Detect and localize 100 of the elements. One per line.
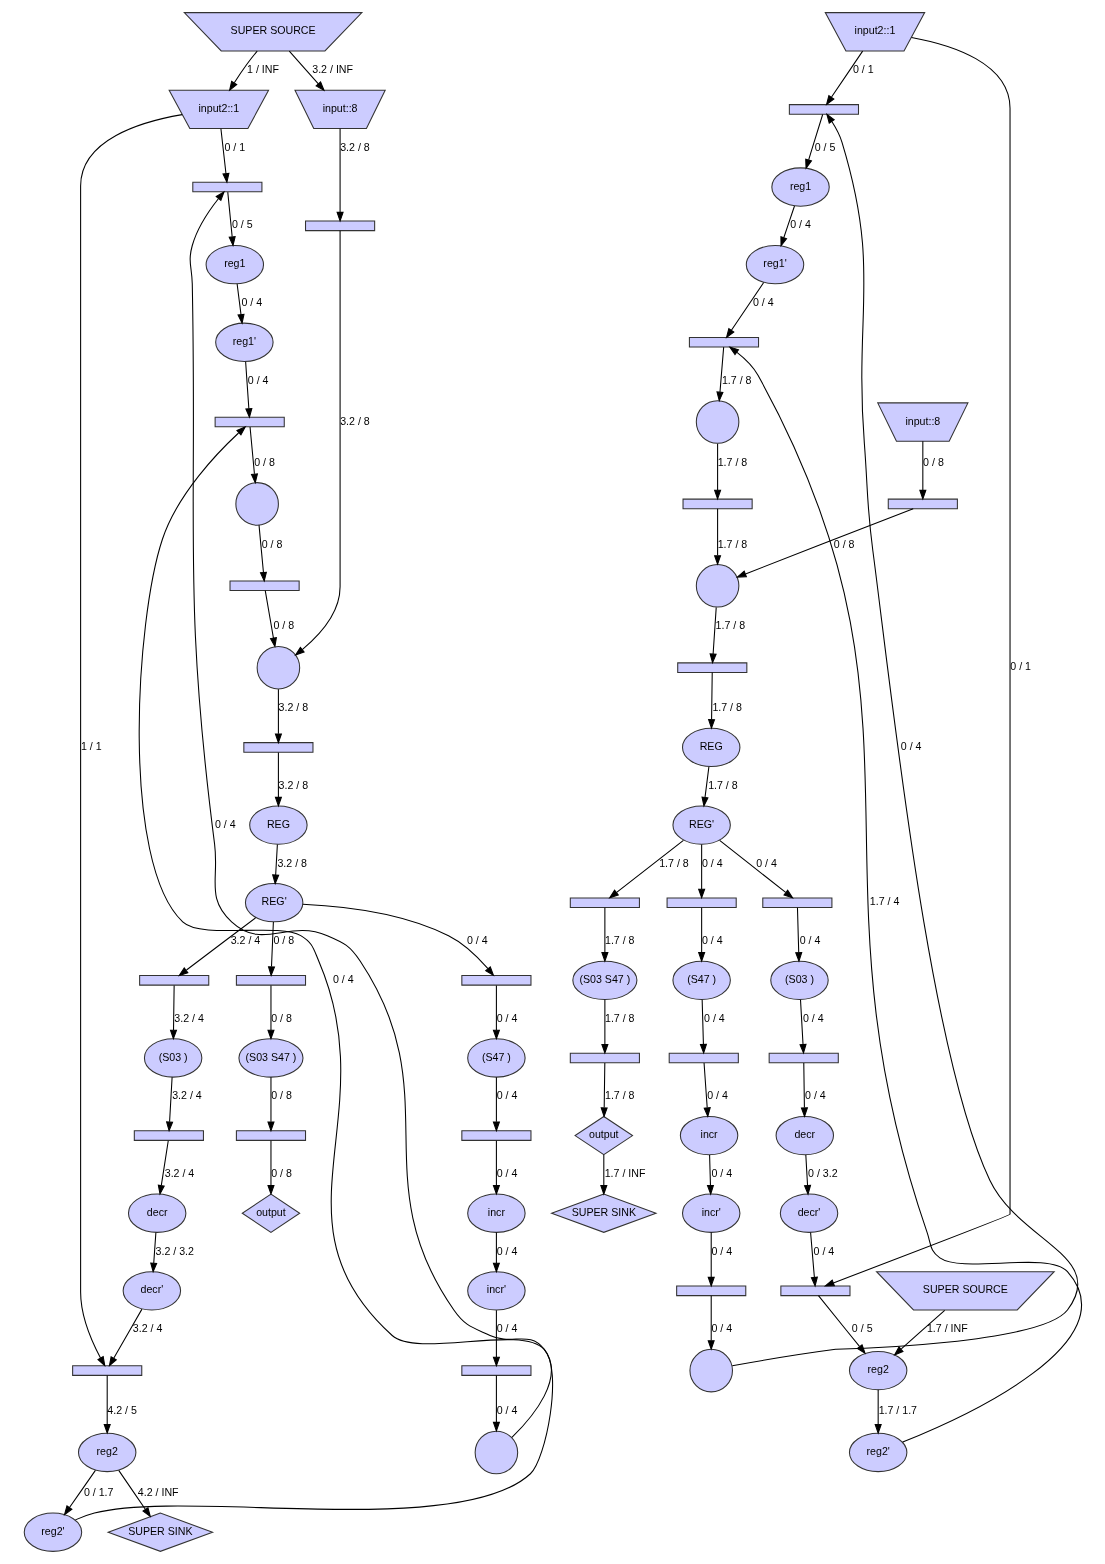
arrow	[697, 907, 705, 963]
node-bar	[460, 1130, 531, 1141]
node-ellipse: decr	[127, 1193, 186, 1233]
node-bar	[666, 897, 737, 908]
edge-label: 0 / 4	[706, 1089, 728, 1102]
arrow	[258, 524, 267, 583]
arrow	[63, 1469, 96, 1516]
node-ellipse: (S03 )	[143, 1038, 202, 1078]
arrow	[266, 1076, 275, 1133]
edge-label: 3.2 / 8	[339, 140, 370, 153]
arrow	[918, 440, 927, 501]
arrow	[79, 114, 183, 1367]
edge-label: 3.2 / 8	[278, 701, 308, 714]
edge-label: 0 / 8	[270, 1167, 292, 1180]
node-ellipse: REG'	[244, 883, 303, 923]
arrow	[718, 839, 794, 899]
node-ellipse: reg1	[205, 245, 264, 285]
arrow	[735, 508, 914, 578]
arrow	[825, 50, 863, 106]
arrow	[249, 426, 258, 485]
node-ellipse: REG	[681, 727, 740, 768]
edge-label: 3.2 / 3.2	[155, 1244, 194, 1257]
edge-label: 0 / 4	[214, 817, 236, 830]
arrow	[713, 443, 721, 501]
arrow	[492, 1309, 500, 1368]
node-ellipse: incr	[466, 1193, 526, 1233]
edge-label: 4.2 / INF	[137, 1486, 179, 1499]
node-ellipse: (S47 )	[466, 1038, 526, 1078]
arrow	[728, 346, 1082, 1443]
node-bar	[242, 742, 313, 753]
node-bar	[229, 580, 300, 592]
arrow	[725, 281, 764, 339]
arrow	[779, 205, 795, 248]
edge-label: 0 / 8	[270, 1089, 292, 1102]
arrow	[794, 907, 802, 963]
arrow	[809, 1232, 818, 1288]
arrow	[271, 843, 279, 886]
arrow	[700, 766, 709, 808]
edge-label: 0 / 4	[802, 1011, 824, 1024]
node-ellipse: REG'	[671, 805, 731, 845]
arrow	[599, 1154, 608, 1196]
arrow	[226, 191, 236, 248]
node-bar	[887, 498, 958, 510]
node-bar	[668, 1052, 739, 1064]
node-bar	[214, 416, 285, 428]
arrow	[102, 1375, 111, 1435]
node-ellipse: (S47 )	[671, 960, 731, 1000]
edge-label: 1.7 / 8	[721, 373, 752, 386]
arrow	[713, 508, 721, 566]
edge-label: 0 / 4	[711, 1322, 732, 1335]
edge-label: 0 / 4	[496, 1011, 517, 1024]
edge-label: 0 / 4	[466, 934, 488, 947]
node-bar	[138, 975, 209, 986]
arrow	[177, 917, 256, 977]
edge-label: 1.7 / INF	[926, 1322, 968, 1335]
edge-label: 0 / 4	[789, 218, 811, 231]
edge-label: 0 / 8	[833, 537, 854, 550]
edge-label: 1.7 / 8	[715, 619, 745, 632]
arrow	[702, 1062, 711, 1118]
edge-label: 3.2 / 4	[171, 1089, 202, 1102]
node-circle	[256, 645, 300, 690]
arrow	[264, 590, 277, 649]
edge-label: 0 / 4	[799, 934, 820, 947]
edge-label: 3.2 / 8	[278, 778, 308, 791]
node-bar	[768, 1052, 839, 1064]
edge-label: 0 / 4	[755, 856, 777, 869]
node-bar	[682, 498, 753, 510]
arrow	[108, 1308, 142, 1368]
edge-label: 0 / 8	[261, 537, 282, 550]
edge-label: 0 / 1.7	[83, 1486, 113, 1499]
edge-label: 1.7 / 8	[717, 537, 747, 550]
arrow	[301, 903, 494, 977]
edge-label: 0 / 4	[496, 1244, 517, 1257]
edge-label: 0 / 4	[496, 1089, 517, 1102]
edge-label: 1.7 / 8	[717, 455, 747, 468]
node-bar	[788, 104, 859, 115]
edge-label: 0 / 5	[851, 1322, 873, 1335]
arrow	[803, 1154, 811, 1196]
edge-label: 0 / 4	[240, 296, 262, 309]
arrow	[165, 1076, 173, 1133]
arrow	[189, 190, 552, 1438]
node-bar	[779, 1285, 850, 1297]
edge-label: 0 / 4	[701, 856, 723, 869]
node-bar	[675, 1285, 746, 1297]
node-bar	[569, 897, 640, 908]
node-diamond: SUPER SINK	[106, 1512, 214, 1552]
arrow	[266, 1140, 275, 1196]
arrow	[236, 283, 245, 325]
arrow	[708, 606, 717, 665]
arrow	[492, 1232, 500, 1274]
edge-label: 0 / 3.2	[807, 1167, 838, 1180]
arrow	[492, 984, 500, 1041]
node-bar	[235, 1130, 306, 1141]
node-ellipse: decr	[775, 1115, 834, 1156]
arrow	[706, 1154, 714, 1196]
edge-label: 0 / 4	[496, 1322, 517, 1335]
node-bar	[676, 662, 747, 673]
node-ellipse: reg1	[770, 167, 830, 207]
node-bar	[71, 1365, 142, 1376]
node-ellipse: reg2'	[848, 1432, 907, 1473]
